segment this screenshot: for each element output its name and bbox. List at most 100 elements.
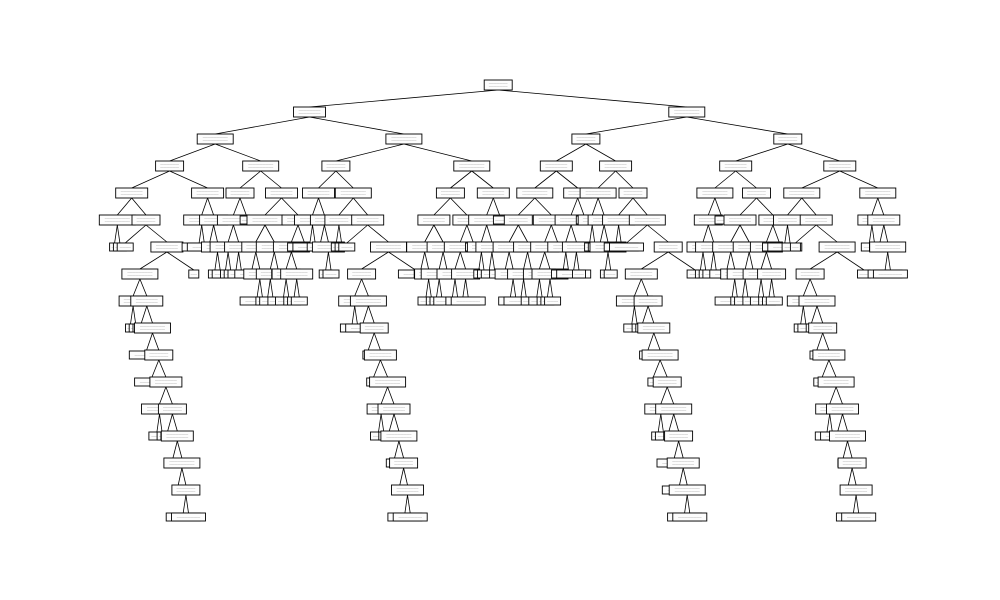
tree-split-node (503, 214, 533, 226)
tree-edge (682, 467, 688, 486)
tree-split-node (641, 349, 679, 361)
tree-edge (801, 170, 840, 189)
tree-edge (424, 224, 435, 243)
tree-edge (666, 386, 675, 405)
tree-split-node (773, 133, 803, 145)
tree-edge (260, 170, 282, 189)
tree-edge (264, 224, 275, 243)
tree-edge (678, 467, 684, 487)
tree-edge (673, 440, 679, 460)
tree-split-node (652, 376, 682, 388)
tree-edge (518, 197, 536, 216)
tree-edge (550, 224, 559, 244)
tree-edge (140, 305, 148, 325)
tree-edge (744, 278, 749, 298)
tree-edge (714, 170, 736, 189)
tree-edge (335, 143, 404, 162)
tree-edge (281, 197, 299, 216)
tree-edge (597, 170, 616, 189)
tree-edge (407, 494, 411, 514)
tree-leaf-node (290, 296, 308, 306)
tree-split-node (134, 322, 171, 334)
tree-edge (450, 197, 468, 216)
tree-edge (787, 197, 803, 216)
tree-edge (450, 170, 473, 189)
tree-split-node (539, 160, 573, 172)
tree-split-node (171, 484, 201, 496)
tree-edge (660, 386, 668, 405)
tree-leaf-node (765, 296, 783, 306)
tree-edge (523, 278, 527, 298)
tree-edge (146, 305, 153, 324)
tree-edge (130, 305, 134, 325)
tree-edge (726, 251, 732, 271)
tree-edge (707, 197, 716, 216)
tree-edge (634, 278, 642, 297)
tree-split-node (633, 295, 663, 307)
tree-edge (667, 251, 696, 271)
tree-split-node (826, 403, 859, 415)
tree-edge (576, 251, 580, 271)
tree-edge (335, 224, 340, 244)
tree-split-node (347, 268, 377, 280)
tree-split-node (453, 160, 491, 172)
tree-edge (735, 143, 788, 162)
tree-edge (256, 278, 261, 298)
tree-edge (570, 197, 579, 216)
tree-edge (172, 440, 178, 460)
tree-edge (748, 251, 754, 271)
tree-split-node (163, 457, 201, 469)
tree-edge (570, 224, 577, 243)
tree-leaf-node (672, 512, 708, 522)
tree-edge (296, 278, 300, 298)
tree-edge (269, 278, 274, 298)
tree-edge (713, 251, 717, 271)
tree-edge (847, 440, 853, 459)
tree-edge (641, 251, 669, 270)
tree-edge (169, 143, 216, 162)
tree-edge (508, 224, 519, 243)
tree-edge (235, 251, 239, 271)
tree-edge (784, 224, 788, 244)
tree-edge (828, 359, 837, 378)
tree-edge (734, 278, 738, 298)
tree-edge (388, 413, 395, 433)
tree-edge (338, 197, 354, 216)
tree-split-node (869, 241, 907, 253)
tree-edge (264, 197, 282, 216)
tree-edge (285, 278, 290, 298)
tree-edge (165, 386, 173, 405)
tree-edge (527, 251, 532, 271)
tree-edge (293, 278, 298, 298)
tree-edge (361, 278, 369, 297)
tree-split-node (115, 187, 149, 199)
tree-edge (585, 143, 616, 162)
tree-edge (346, 224, 368, 244)
tree-split-node (666, 457, 700, 469)
tree-edge (539, 251, 546, 270)
tree-split-node (818, 241, 856, 253)
tree-edge (436, 278, 440, 298)
tree-edge (647, 332, 655, 352)
tree-edge (425, 278, 429, 298)
tree-edge (352, 197, 369, 216)
tree-edge (251, 251, 257, 271)
tree-split-node (859, 187, 897, 199)
tree-edge (523, 251, 528, 270)
tree-edge (605, 251, 609, 271)
tree-edge (686, 494, 691, 514)
tree-edge (730, 251, 736, 270)
tree-edge (668, 413, 675, 433)
tree-edge (879, 224, 885, 244)
tree-leaf-node (872, 269, 908, 279)
tree-edge (132, 278, 141, 297)
tree-leaf-node (171, 512, 206, 522)
tree-edge (491, 251, 495, 271)
tree-split-node (837, 457, 867, 469)
tree-edge (380, 413, 385, 433)
tree-edge (589, 224, 593, 244)
tree-edge (238, 251, 242, 271)
tree-leaf-node (603, 269, 618, 279)
tree-edge (731, 278, 736, 298)
tree-edge (603, 224, 609, 243)
